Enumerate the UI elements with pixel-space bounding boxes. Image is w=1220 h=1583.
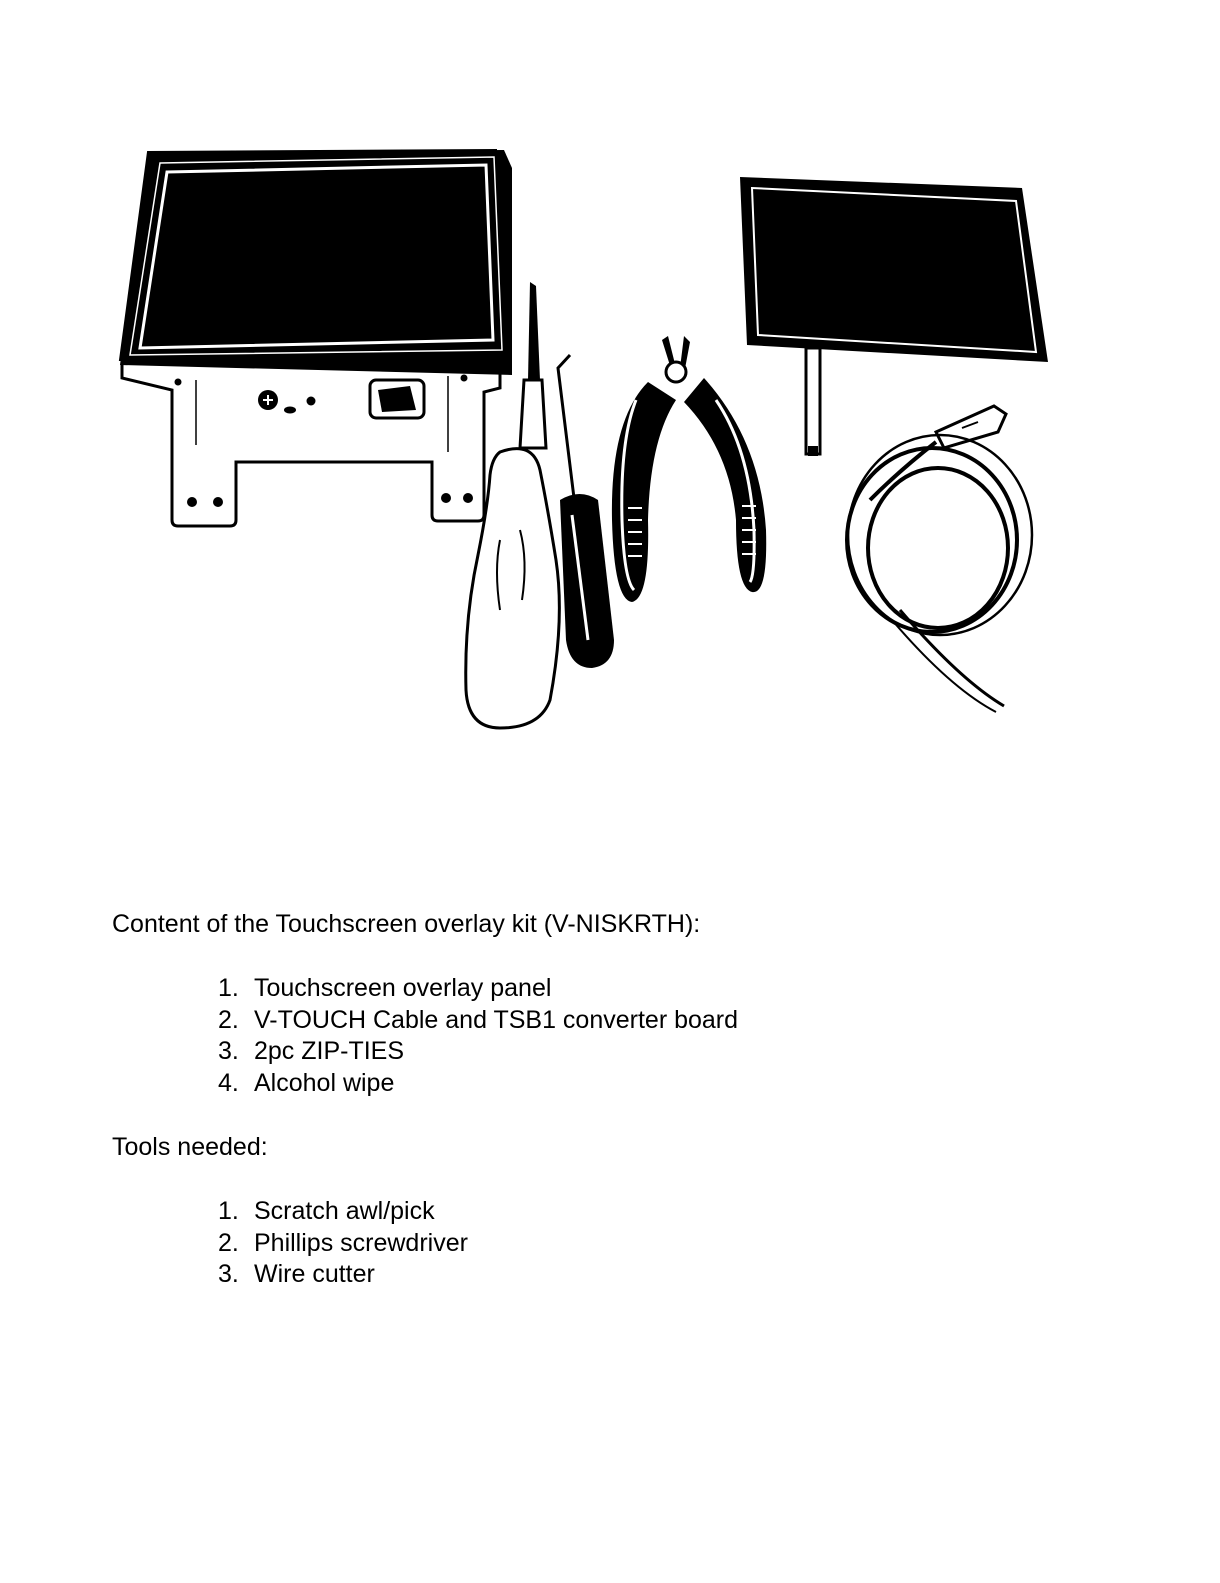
tools-needed-list: 1.Scratch awl/pick 2.Phillips screwdrive… — [218, 1196, 468, 1291]
list-item: 1.Scratch awl/pick — [218, 1196, 468, 1228]
scratch-awl-icon — [558, 355, 614, 668]
list-item: 2.Phillips screwdriver — [218, 1228, 468, 1260]
wire-cutter-icon — [612, 336, 766, 602]
list-item: 3.2pc ZIP-TIES — [218, 1036, 738, 1068]
coiled-cable-icon — [847, 406, 1032, 712]
tools-needed-heading: Tools needed: — [112, 1131, 268, 1163]
kit-contents-heading: Content of the Touchscreen overlay kit (… — [112, 908, 700, 940]
kit-contents-list: 1.Touchscreen overlay panel 2.V-TOUCH Ca… — [218, 973, 738, 1099]
kit-illustration — [0, 0, 1220, 760]
list-item: 1.Touchscreen overlay panel — [218, 973, 738, 1005]
list-item: 4.Alcohol wipe — [218, 1068, 738, 1100]
list-item: 3.Wire cutter — [218, 1259, 468, 1291]
list-item: 2.V-TOUCH Cable and TSB1 converter board — [218, 1005, 738, 1037]
head-unit-icon — [120, 150, 512, 526]
